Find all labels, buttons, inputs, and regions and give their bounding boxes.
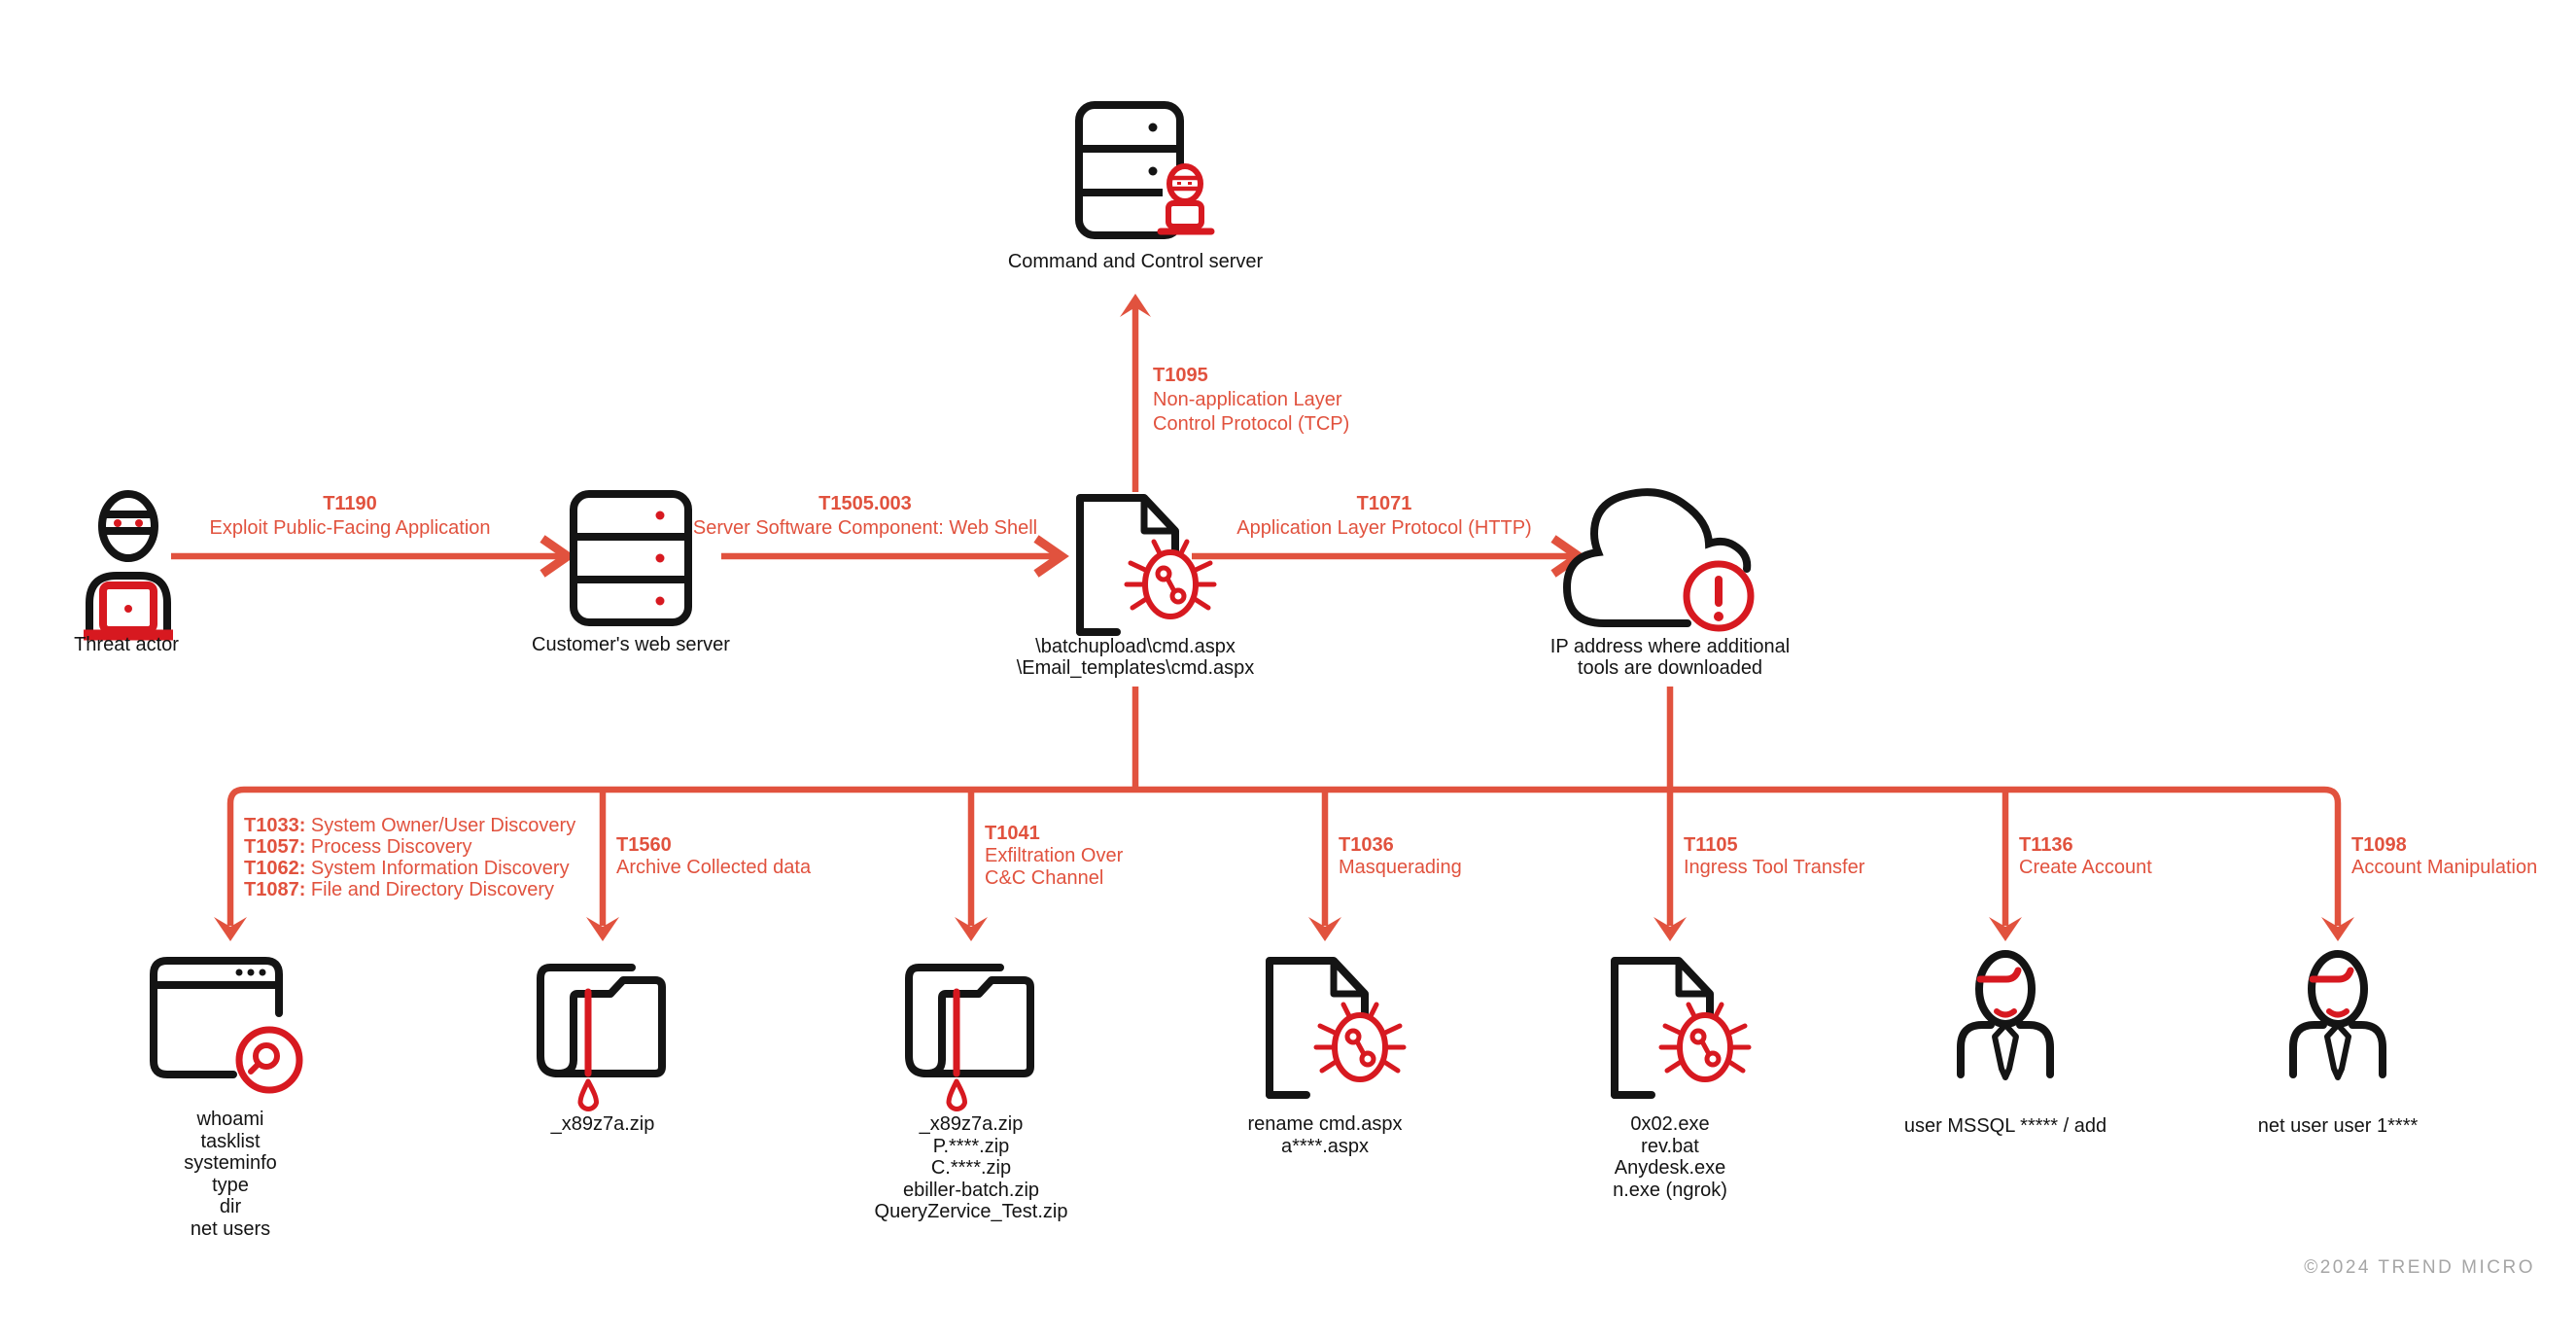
malware-file-icon bbox=[1080, 498, 1214, 632]
arrowhead-down-icon bbox=[214, 917, 247, 941]
arrowhead-up-icon bbox=[1120, 294, 1151, 317]
exfil-file-list: _x89z7a.zip P.****.zip C.****.zip ebille… bbox=[874, 1113, 1068, 1222]
arrowhead-down-icon bbox=[955, 917, 988, 941]
branch-t1105-label: T1105 Ingress Tool Transfer bbox=[1684, 834, 1865, 878]
branch-t1560-label: T1560 Archive Collected data bbox=[616, 834, 812, 878]
arrowheads-down bbox=[214, 917, 2354, 941]
server-hacker-icon bbox=[1075, 101, 1215, 239]
arrowhead-down-icon bbox=[586, 917, 619, 941]
create-account-command: user MSSQL ***** / add bbox=[1903, 1115, 2107, 1137]
user-icon bbox=[2293, 954, 2383, 1077]
arrowhead-down-icon bbox=[2321, 917, 2354, 941]
threat-actor-label: Threat actor bbox=[74, 634, 179, 655]
account-manipulation-command: net user user 1**** bbox=[2257, 1115, 2419, 1137]
ingress-tools-list: 0x02.exe rev.bat Anydesk.exe n.exe (ngro… bbox=[1613, 1113, 1727, 1201]
technique-desc: Server Software Component: Web Shell bbox=[692, 517, 1038, 539]
malware-file-icon bbox=[1615, 961, 1749, 1095]
archive-file-list: _x89z7a.zip bbox=[550, 1113, 655, 1135]
technique-id: T1071 bbox=[1356, 493, 1412, 514]
user-icon bbox=[1961, 954, 2050, 1077]
branch-t1041-label: T1041 Exfiltration Over C&C Channel bbox=[985, 823, 1124, 889]
branch-t1036-label: T1036 Masquerading bbox=[1339, 834, 1462, 878]
branch-t1098-label: T1098 Account Manipulation bbox=[2351, 834, 2538, 878]
discovery-commands-list: whoami tasklist systeminfo type dir net … bbox=[184, 1109, 277, 1240]
folder-leak-icon bbox=[540, 968, 662, 1109]
web-server-label: Customer's web server bbox=[532, 634, 730, 655]
arrowhead-down-icon bbox=[1989, 917, 2022, 941]
branch-t1136-label: T1136 Create Account bbox=[2019, 834, 2152, 878]
technique-id: T1190 bbox=[323, 493, 377, 514]
masquerading-file-list: rename cmd.aspx a****.aspx bbox=[1247, 1113, 1403, 1157]
folder-leak-icon bbox=[909, 968, 1030, 1109]
server-icon bbox=[570, 490, 692, 626]
copyright-credit: ©2024 TREND MICRO bbox=[2304, 1257, 2535, 1278]
arrowhead-right-icon bbox=[1033, 535, 1069, 578]
cloud-alert-icon bbox=[1562, 488, 1755, 632]
edge-t1095-label: T1095 Non-application Layer Control Prot… bbox=[1153, 365, 1350, 435]
branch-trunk-line bbox=[226, 786, 2342, 926]
web-shell-label: \batchupload\cmd.aspx \Email_templates\c… bbox=[1017, 636, 1255, 679]
web-shell-path-1: \batchupload\cmd.aspx bbox=[1035, 636, 1236, 657]
technique-desc: Exploit Public-Facing Application bbox=[209, 517, 491, 539]
web-shell-path-2: \Email_templates\cmd.aspx bbox=[1016, 657, 1255, 679]
technique-id: T1505.003 bbox=[818, 493, 912, 514]
edge-t1505-label: T1505.003 Server Software Component: Web… bbox=[693, 492, 1037, 541]
technique-desc: Application Layer Protocol (HTTP) bbox=[1236, 517, 1532, 539]
arrowhead-down-icon bbox=[1654, 917, 1687, 941]
hacker-laptop-icon bbox=[84, 490, 173, 641]
malware-file-icon bbox=[1270, 961, 1404, 1095]
search-window-icon bbox=[150, 957, 303, 1094]
branch-discovery-label: T1033: System Owner/User Discovery T1057… bbox=[244, 815, 576, 900]
arrowhead-down-icon bbox=[1308, 917, 1341, 941]
edge-lines bbox=[171, 305, 2342, 926]
edge-t1190-label: T1190 Exploit Public-Facing Application bbox=[209, 492, 490, 541]
arrowhead-right-icon bbox=[540, 535, 575, 578]
edge-t1071-label: T1071 Application Layer Protocol (HTTP) bbox=[1236, 492, 1531, 541]
cc-server-label: Command and Control server bbox=[1007, 251, 1264, 272]
ip-cloud-label: IP address where additional tools are do… bbox=[1549, 636, 1791, 679]
technique-id: T1095 bbox=[1153, 365, 1208, 386]
